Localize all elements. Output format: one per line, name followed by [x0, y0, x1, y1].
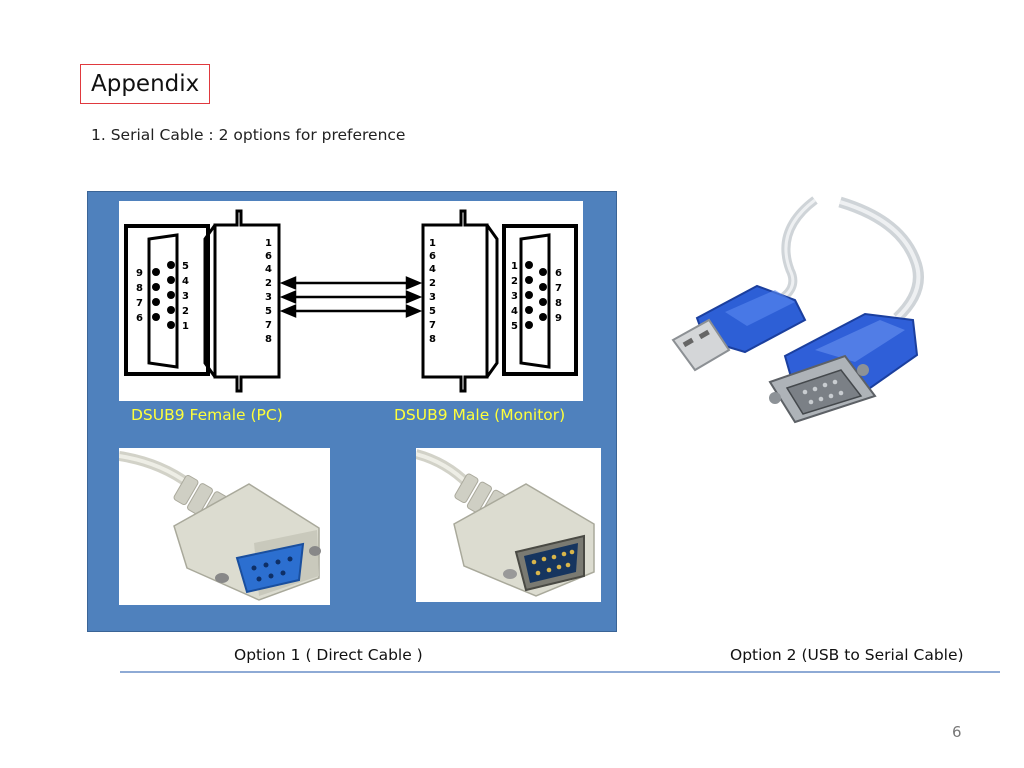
male-face-pin-label: 9: [555, 313, 562, 324]
female-cable-photo: [119, 448, 330, 605]
female-face-pin-label: 1: [182, 321, 189, 332]
slide-subtitle: 1. Serial Cable : 2 options for preferen…: [91, 126, 406, 144]
male-face-pin-label: 4: [511, 306, 518, 317]
male-wire-pin-label: 7: [429, 320, 436, 331]
male-wire-pin-label: 3: [429, 292, 436, 303]
male-wire-pin-label: 5: [429, 306, 436, 317]
male-wire-pin-label: 6: [429, 251, 436, 262]
wiring-arrows: [279, 276, 423, 318]
female-face-frame: [124, 224, 210, 376]
female-face-pin-label: 5: [182, 261, 189, 272]
bottom-divider: [120, 671, 1000, 673]
female-face-pin-label: 7: [136, 298, 143, 309]
slide-title: Appendix: [80, 64, 210, 104]
male-face-pin-label: 7: [555, 283, 562, 294]
female-wire-pin-label: 3: [265, 292, 272, 303]
male-wire-pin-label: 2: [429, 278, 436, 289]
option2-label: Option 2 (USB to Serial Cable): [730, 646, 964, 664]
female-face-pin-label: 8: [136, 283, 143, 294]
male-face-pin-label: 8: [555, 298, 562, 309]
female-wire-pin-label: 4: [265, 264, 272, 275]
male-face-frame: [502, 224, 578, 376]
option1-label: Option 1 ( Direct Cable ): [234, 646, 423, 664]
female-face-shell: [147, 233, 179, 369]
page-number: 6: [952, 723, 962, 741]
female-connector-label: DSUB9 Female (PC): [131, 406, 283, 424]
male-face-pin-label: 5: [511, 321, 518, 332]
female-face-pin-label: 6: [136, 313, 143, 324]
male-connector-label: DSUB9 Male (Monitor): [394, 406, 566, 424]
male-wire-pin-label: 8: [429, 334, 436, 345]
male-face-pins: [525, 261, 547, 329]
male-face-pin-label: 2: [511, 276, 518, 287]
female-wire-pin-label: 2: [265, 278, 272, 289]
male-cable-photo: [416, 448, 601, 602]
female-face-pins: [152, 261, 175, 329]
female-face-pin-label: 3: [182, 291, 189, 302]
male-face-pin-label: 6: [555, 268, 562, 279]
male-face-pin-label: 1: [511, 261, 518, 272]
male-face-pin-label: 3: [511, 291, 518, 302]
usb-serial-cable-photo: [665, 190, 980, 460]
slide-title-text: Appendix: [91, 71, 200, 97]
female-face-pin-label: 4: [182, 276, 189, 287]
female-face-pin-label: 9: [136, 268, 143, 279]
wiring-diagram-svg: 5 4 3 2 1 9 8 7 6 1 6 4 2 3 5 7 8: [124, 209, 578, 393]
female-wire-pin-label: 5: [265, 306, 272, 317]
male-wire-pin-label: 1: [429, 238, 436, 249]
female-wire-pin-label: 7: [265, 320, 272, 331]
female-face-pin-label: 2: [182, 306, 189, 317]
female-connector-body: [213, 209, 281, 393]
female-wire-pin-label: 1: [265, 238, 272, 249]
female-wire-pin-label: 8: [265, 334, 272, 345]
male-face-shell: [519, 233, 551, 369]
male-connector-body: [421, 209, 489, 393]
female-wire-pin-label: 6: [265, 251, 272, 262]
male-wire-pin-label: 4: [429, 264, 436, 275]
wiring-diagram: 5 4 3 2 1 9 8 7 6 1 6 4 2 3 5 7 8: [119, 201, 583, 401]
